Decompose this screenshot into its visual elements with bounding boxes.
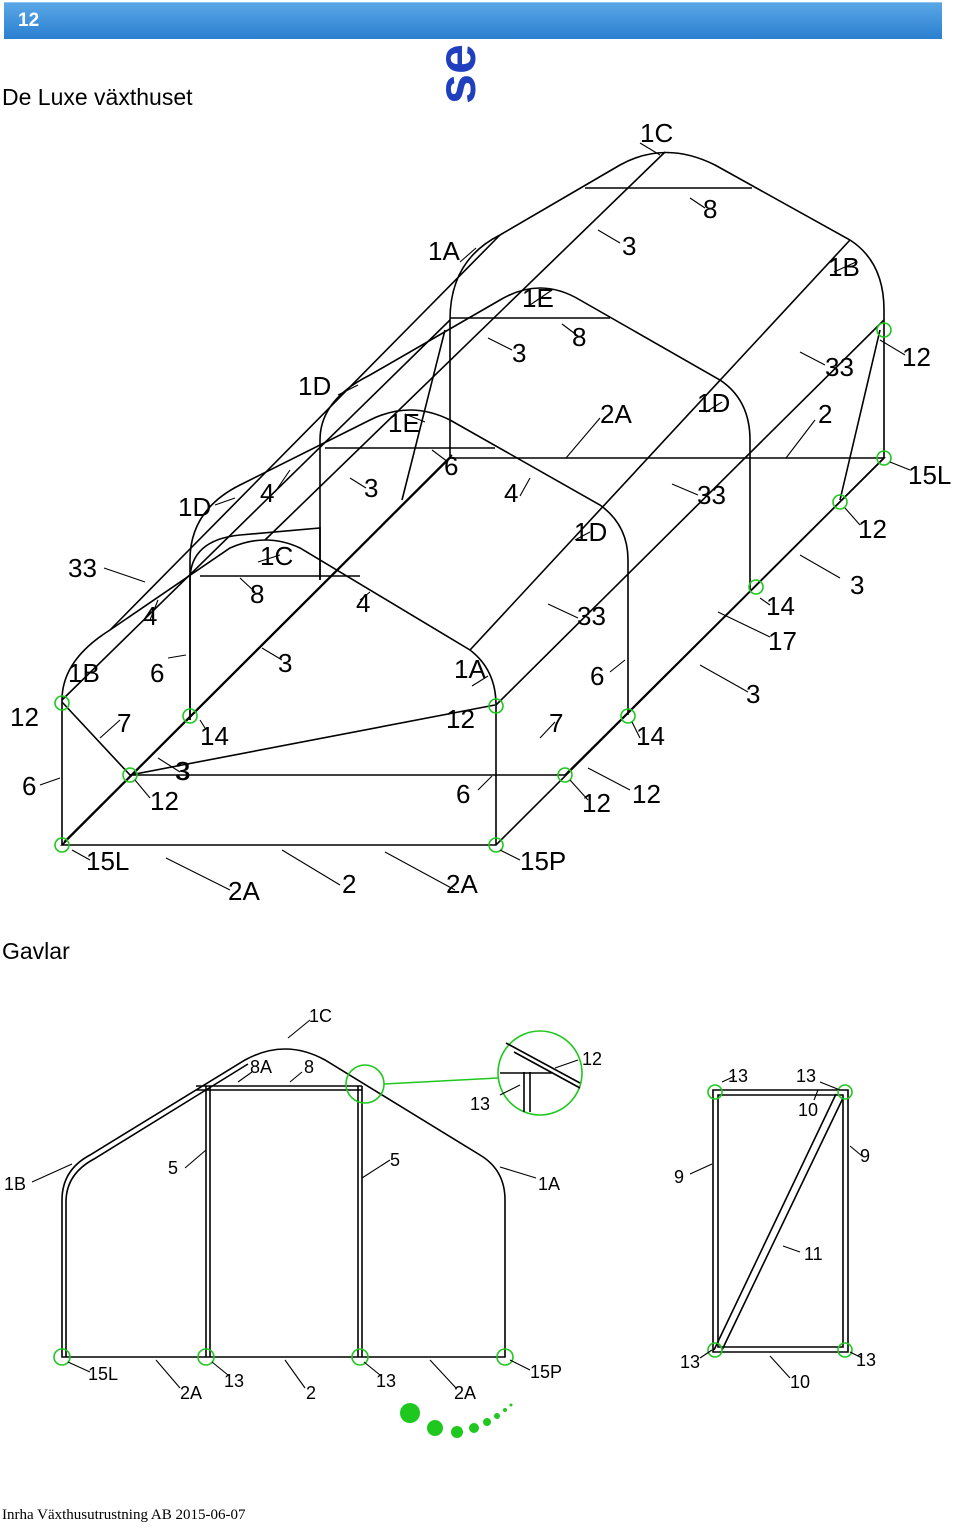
iso-label: 6 — [590, 661, 604, 691]
iso-label: 1A — [454, 654, 486, 684]
iso-label: 15L — [908, 460, 951, 490]
iso-label: 1D — [697, 388, 730, 418]
iso-label: 14 — [200, 721, 229, 751]
gable-label: 8 — [304, 1057, 314, 1077]
iso-label: 6 — [150, 658, 164, 688]
iso-label: 17 — [768, 626, 797, 656]
gable-label: 8A — [250, 1057, 272, 1077]
iso-label: 1C — [260, 541, 293, 571]
iso-label: 8 — [250, 579, 264, 609]
iso-label: 12 — [902, 342, 931, 372]
iso-label: 33 — [577, 601, 606, 631]
iso-label: 4 — [504, 478, 518, 508]
iso-label: 1B — [68, 658, 100, 688]
iso-label: 7 — [549, 708, 563, 738]
iso-label: 2A — [600, 399, 632, 429]
iso-label: 1C — [640, 118, 673, 148]
iso-label: 2 — [818, 399, 832, 429]
iso-label: 3 — [746, 679, 760, 709]
iso-label: 6 — [456, 779, 470, 809]
iso-label: 3 — [278, 648, 292, 678]
footer-text: Inrha Växthusutrustning AB 2015-06-07 — [2, 1507, 246, 1523]
iso-label: 6 — [22, 771, 36, 801]
gable-label: 12 — [582, 1049, 602, 1069]
iso-label: 4 — [143, 601, 157, 631]
door-label: 9 — [860, 1146, 870, 1166]
iso-label: 4 — [260, 478, 274, 508]
iso-label: 1E — [388, 408, 420, 438]
gable-label: 13 — [470, 1094, 490, 1114]
gable-label: 13 — [376, 1371, 396, 1391]
iso-label: 12 — [446, 704, 475, 734]
gable-label: 1B — [4, 1174, 26, 1194]
iso-label: 12 — [632, 779, 661, 809]
page-number: 12 — [18, 10, 40, 31]
door-label: 11 — [804, 1244, 823, 1264]
gable-label: 2A — [180, 1383, 202, 1403]
iso-label: 2 — [342, 869, 356, 899]
door-label: 13 — [680, 1352, 700, 1372]
page-header-bar: 12 — [4, 2, 942, 39]
gable-label: 5 — [390, 1150, 400, 1170]
iso-label: 6 — [444, 451, 458, 481]
iso-label: 12 — [150, 786, 179, 816]
door-label: 13 — [856, 1350, 876, 1370]
iso-label: 4 — [356, 588, 370, 618]
isometric-greenhouse-diagram: 1C 8 3 1A 1B 1E 8 3 12 33 1D 1D 2A 2 1E … — [10, 118, 951, 906]
iso-label: 1D — [298, 371, 331, 401]
iso-label: 3 — [850, 570, 864, 600]
iso-label: 14 — [766, 591, 795, 621]
iso-label: 1B — [828, 252, 860, 282]
door-label: 9 — [674, 1167, 684, 1187]
gable-label: 1C — [309, 1006, 332, 1026]
iso-label: 12 — [858, 514, 887, 544]
iso-label: 15P — [520, 846, 566, 876]
door-label: 10 — [798, 1100, 818, 1120]
iso-label: 3 — [176, 756, 190, 786]
gable-label: 2 — [306, 1383, 316, 1403]
iso-label: 7 — [117, 708, 131, 738]
gable-label: 13 — [224, 1371, 244, 1391]
iso-label: 3 — [622, 231, 636, 261]
door-label: 13 — [796, 1066, 816, 1086]
iso-label: 1E — [522, 283, 554, 313]
iso-label: 1A — [428, 236, 460, 266]
page-title: De Luxe växthuset — [2, 84, 193, 110]
iso-label: 12 — [10, 702, 39, 732]
iso-label: 15L — [86, 846, 129, 876]
iso-label: 33 — [68, 553, 97, 583]
iso-label: 33 — [825, 352, 854, 382]
gable-label: 15P — [530, 1362, 562, 1382]
iso-label: 12 — [582, 788, 611, 818]
iso-label: 2A — [228, 876, 260, 906]
gable-label: 15L — [88, 1364, 118, 1384]
door-label: 13 — [728, 1066, 748, 1086]
gable-label: 2A — [454, 1383, 476, 1403]
iso-label: 1D — [178, 492, 211, 522]
iso-label: 33 — [697, 480, 726, 510]
iso-label: 3 — [175, 756, 189, 786]
iso-label: 3 — [512, 338, 526, 368]
section-heading-gables: Gavlar — [2, 938, 70, 964]
iso-label: 2A — [446, 869, 478, 899]
iso-label: 1D — [574, 517, 607, 547]
iso-label: 8 — [703, 194, 717, 224]
iso-label: 14 — [636, 721, 665, 751]
iso-label: 3 — [364, 473, 378, 503]
door-label: 10 — [790, 1372, 810, 1392]
gable-label: 1A — [538, 1174, 560, 1194]
gable-label: 5 — [168, 1158, 178, 1178]
iso-label: 8 — [572, 322, 586, 352]
